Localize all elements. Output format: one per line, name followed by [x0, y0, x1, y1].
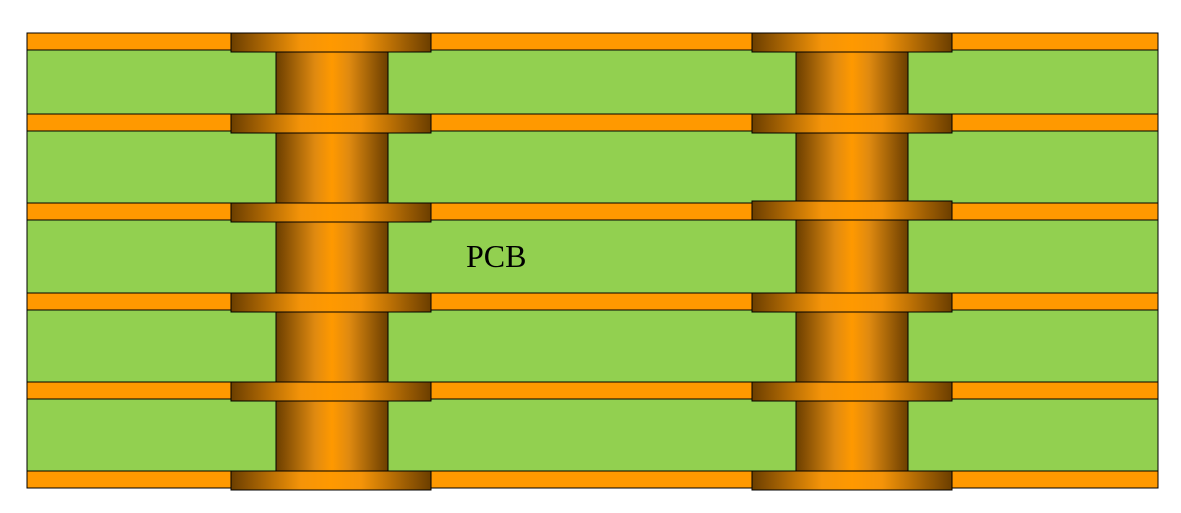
via-1-barrel-5 — [275, 398, 389, 472]
via-1-barrel-2 — [275, 130, 389, 204]
copper-layer-4 — [26, 292, 1159, 311]
via-1-barrel-3 — [275, 219, 389, 294]
via-1-barrel-4 — [275, 309, 389, 383]
dielectric-layers — [26, 49, 1159, 472]
via-1-pad-3 — [230, 202, 432, 223]
via-1-pad-6 — [230, 470, 432, 491]
copper-layer-2 — [26, 113, 1159, 132]
copper-layer-5 — [26, 381, 1159, 400]
dielectric-layer-1 — [26, 49, 1159, 115]
dielectric-layer-5 — [26, 398, 1159, 472]
via-2-pad-5 — [751, 381, 953, 402]
via-1-pad-2 — [230, 113, 432, 134]
via-2-pad-4 — [751, 292, 953, 313]
via-2-barrel-2 — [795, 130, 909, 204]
via-2-barrel-4 — [795, 309, 909, 383]
vias — [275, 49, 909, 472]
via-1-pad-5 — [230, 381, 432, 402]
via-2-barrel-1 — [795, 49, 909, 115]
via-1-barrel-1 — [275, 49, 389, 115]
via-pads — [230, 32, 953, 491]
dielectric-layer-2 — [26, 130, 1159, 204]
copper-layer-6 — [26, 470, 1159, 489]
via-1-pad-1 — [230, 32, 432, 53]
pcb-label: PCB — [466, 238, 526, 274]
via-2-barrel-3 — [795, 219, 909, 294]
copper-layer-1 — [26, 32, 1159, 51]
via-2-pad-3 — [751, 200, 953, 221]
dielectric-layer-4 — [26, 309, 1159, 383]
dielectric-layer-3 — [26, 219, 1159, 294]
copper-layer-3 — [26, 202, 1159, 221]
via-2-pad-2 — [751, 113, 953, 134]
via-2-pad-6 — [751, 470, 953, 491]
via-2-pad-1 — [751, 32, 953, 53]
via-1-pad-4 — [230, 292, 432, 313]
via-2-barrel-5 — [795, 398, 909, 472]
